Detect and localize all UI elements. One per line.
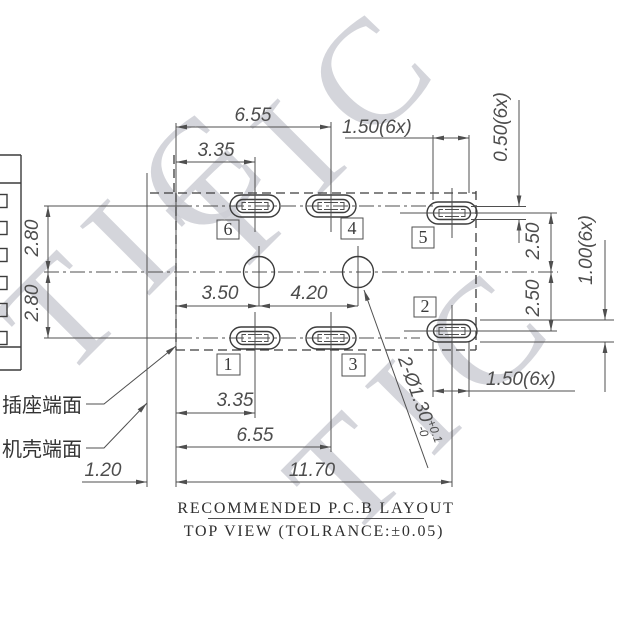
dim-hole-from-edge: 3.50 bbox=[176, 283, 259, 309]
dim-left-row-lower: 2.80 bbox=[22, 272, 51, 338]
dim-label: 3.35 bbox=[198, 140, 235, 161]
mount-hole-right bbox=[341, 255, 375, 289]
pad-number-6: 6 bbox=[216, 219, 240, 240]
socket-face-annotation: 插座端面 bbox=[2, 345, 177, 417]
pad-number-label: 5 bbox=[419, 227, 428, 247]
dim-label: 11.70 bbox=[289, 460, 336, 481]
dim-total-width: 11.70 bbox=[176, 460, 452, 485]
hole-callout-tol-minus: -0 bbox=[415, 424, 432, 439]
dim-label: 1.50(6x) bbox=[342, 117, 412, 138]
dim-label: 2.50 bbox=[523, 279, 544, 317]
pad-number-5: 5 bbox=[411, 226, 435, 249]
side-view-partial bbox=[0, 154, 22, 371]
dim-label: 3.35 bbox=[217, 390, 254, 411]
pad-number-label: 4 bbox=[348, 218, 357, 238]
mount-hole-left bbox=[242, 255, 276, 289]
dim-top-3-35: 3.35 bbox=[176, 140, 255, 165]
dim-label: 6.55 bbox=[237, 425, 274, 446]
dim-bottom-3-35: 3.35 bbox=[176, 390, 255, 416]
dim-label: 4.20 bbox=[291, 283, 328, 304]
housing-face-label: 机壳端面 bbox=[2, 438, 82, 461]
pad-number-label: 3 bbox=[349, 354, 358, 374]
dim-bottom-6-55: 6.55 bbox=[176, 425, 331, 450]
pad-number-label: 6 bbox=[224, 219, 233, 239]
dim-pad-height: 1.00(6x) bbox=[480, 215, 614, 392]
dim-pad-slot-height: 0.50(6x) bbox=[471, 92, 526, 243]
housing-face-annotation: 机壳端面 bbox=[2, 402, 148, 461]
dim-label: 2.80 bbox=[22, 219, 43, 257]
dim-row-offset-upper: 2.50 bbox=[523, 213, 554, 272]
pad-number-label: 2 bbox=[421, 296, 430, 316]
title-line-2: TOP VIEW (TOLRANCE:±0.05) bbox=[184, 523, 444, 540]
dim-label: 2.80 bbox=[22, 284, 43, 322]
pad-number-4: 4 bbox=[340, 217, 364, 240]
dim-row-offset-lower: 2.50 bbox=[523, 272, 554, 331]
side-view-contacts bbox=[0, 193, 8, 346]
dim-label: 6.55 bbox=[235, 105, 272, 126]
dim-label: 1.00(6x) bbox=[576, 215, 597, 285]
dim-label: 1.20 bbox=[85, 460, 122, 481]
dim-label: 1.50(6x) bbox=[486, 369, 556, 390]
dim-left-row-upper: 2.80 bbox=[22, 206, 51, 272]
dim-pad-length-bottom: 1.50(6x) bbox=[432, 342, 575, 397]
dim-hole-pitch: 4.20 bbox=[259, 283, 358, 309]
socket-face-label: 插座端面 bbox=[2, 394, 82, 417]
dim-top-6-55: 6.55 bbox=[176, 105, 331, 130]
pad-number-1: 1 bbox=[216, 353, 241, 376]
pad-number-label: 1 bbox=[224, 354, 233, 374]
dim-pad-length-top: 1.50(6x) bbox=[342, 117, 470, 200]
pad-number-2: 2 bbox=[413, 296, 437, 318]
dim-label: 0.50(6x) bbox=[491, 92, 512, 162]
dim-label: 3.50 bbox=[202, 283, 239, 304]
drawing-title: RECOMMENDED P.C.B LAYOUT TOP VIEW (TOLRA… bbox=[177, 500, 454, 540]
pad-number-3: 3 bbox=[341, 353, 366, 377]
dim-edge-offset: 1.20 bbox=[82, 460, 147, 485]
title-line-1: RECOMMENDED P.C.B LAYOUT bbox=[177, 500, 454, 517]
dim-label: 2.50 bbox=[523, 222, 544, 260]
